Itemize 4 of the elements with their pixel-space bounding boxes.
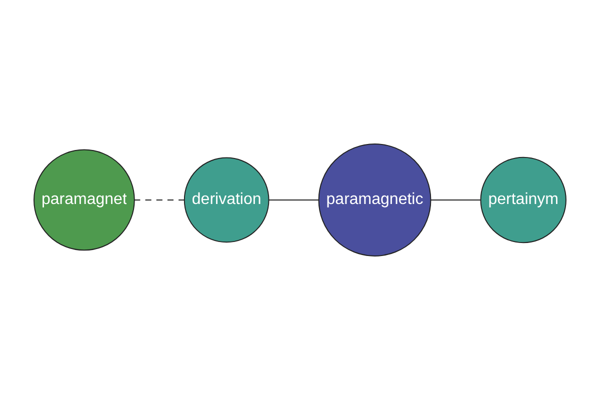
node-circle: paramagnet <box>34 149 135 251</box>
node-circle: paramagnetic <box>318 144 432 256</box>
node-circle: pertainym <box>480 156 566 244</box>
node-circle: derivation <box>184 157 270 243</box>
